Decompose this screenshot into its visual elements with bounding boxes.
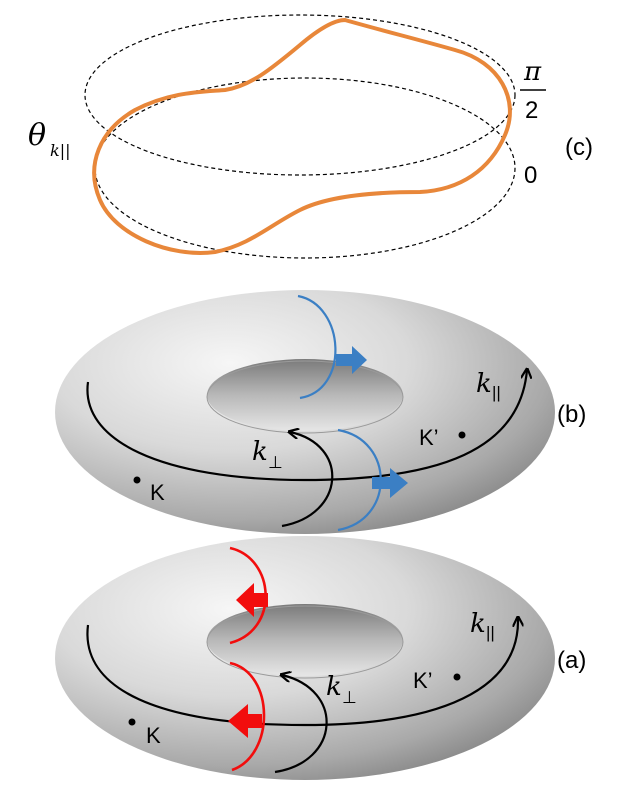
point-kprime-dot-a [453,673,461,681]
k-par-sub-b: || [492,383,501,402]
pi-numerator: π [523,57,542,87]
panel-c-label: (c) [565,134,593,161]
k-par-label-a: k [470,609,486,639]
red-arrow-bottom-a [228,704,262,738]
orange-theta-curve [92,18,512,255]
point-kprime-label-a: K’ [413,668,433,693]
point-k-label-a: K [146,723,161,748]
k-perp-loop-b [281,432,334,528]
red-arc-bottom-a [229,661,266,772]
torus-a-hole-rim [206,605,404,679]
k-perp-sub-b: ⊥ [268,453,283,472]
point-kprime-dot-b [458,431,466,439]
zero-label: 0 [524,162,537,189]
torus-b-hole-rim [206,360,404,434]
red-arrow-top-a [236,583,268,617]
torus-b-hole [207,359,403,431]
panel-b: K K’ k ⊥ k || (b) [55,290,586,534]
panel-b-label: (b) [557,401,586,428]
panel-a-label: (a) [557,647,586,674]
torus-a-hole [207,604,403,676]
k-par-label-b: k [476,369,492,399]
k-perp-label-b: k [252,437,268,467]
k-par-sub-a: || [486,623,495,642]
theta-subscript: k|| [50,141,70,160]
k-parallel-path-b [86,370,527,482]
point-k-label-b: K [150,480,165,505]
k-parallel-path-a [86,618,518,727]
panel-a: K K’ k ⊥ k || (a) [55,536,586,780]
k-perp-loop-a [274,675,328,774]
theta-symbol: θ [28,118,46,153]
blue-arc-top-b [297,294,337,400]
pi-denominator: 2 [525,97,538,124]
k-perp-label-a: k [326,672,342,702]
blue-arrow-top-b [336,346,367,374]
panel-c: θ k|| π 2 0 (c) [28,14,593,259]
point-kprime-label-b: K’ [419,425,439,450]
k-perp-sub-a: ⊥ [342,688,357,707]
dashed-ellipse-bottom [94,77,516,259]
dashed-ellipse-top [84,14,516,176]
point-k-dot-b [133,476,141,484]
blue-arrow-bottom-b [372,468,408,498]
point-k-dot-a [128,718,136,726]
